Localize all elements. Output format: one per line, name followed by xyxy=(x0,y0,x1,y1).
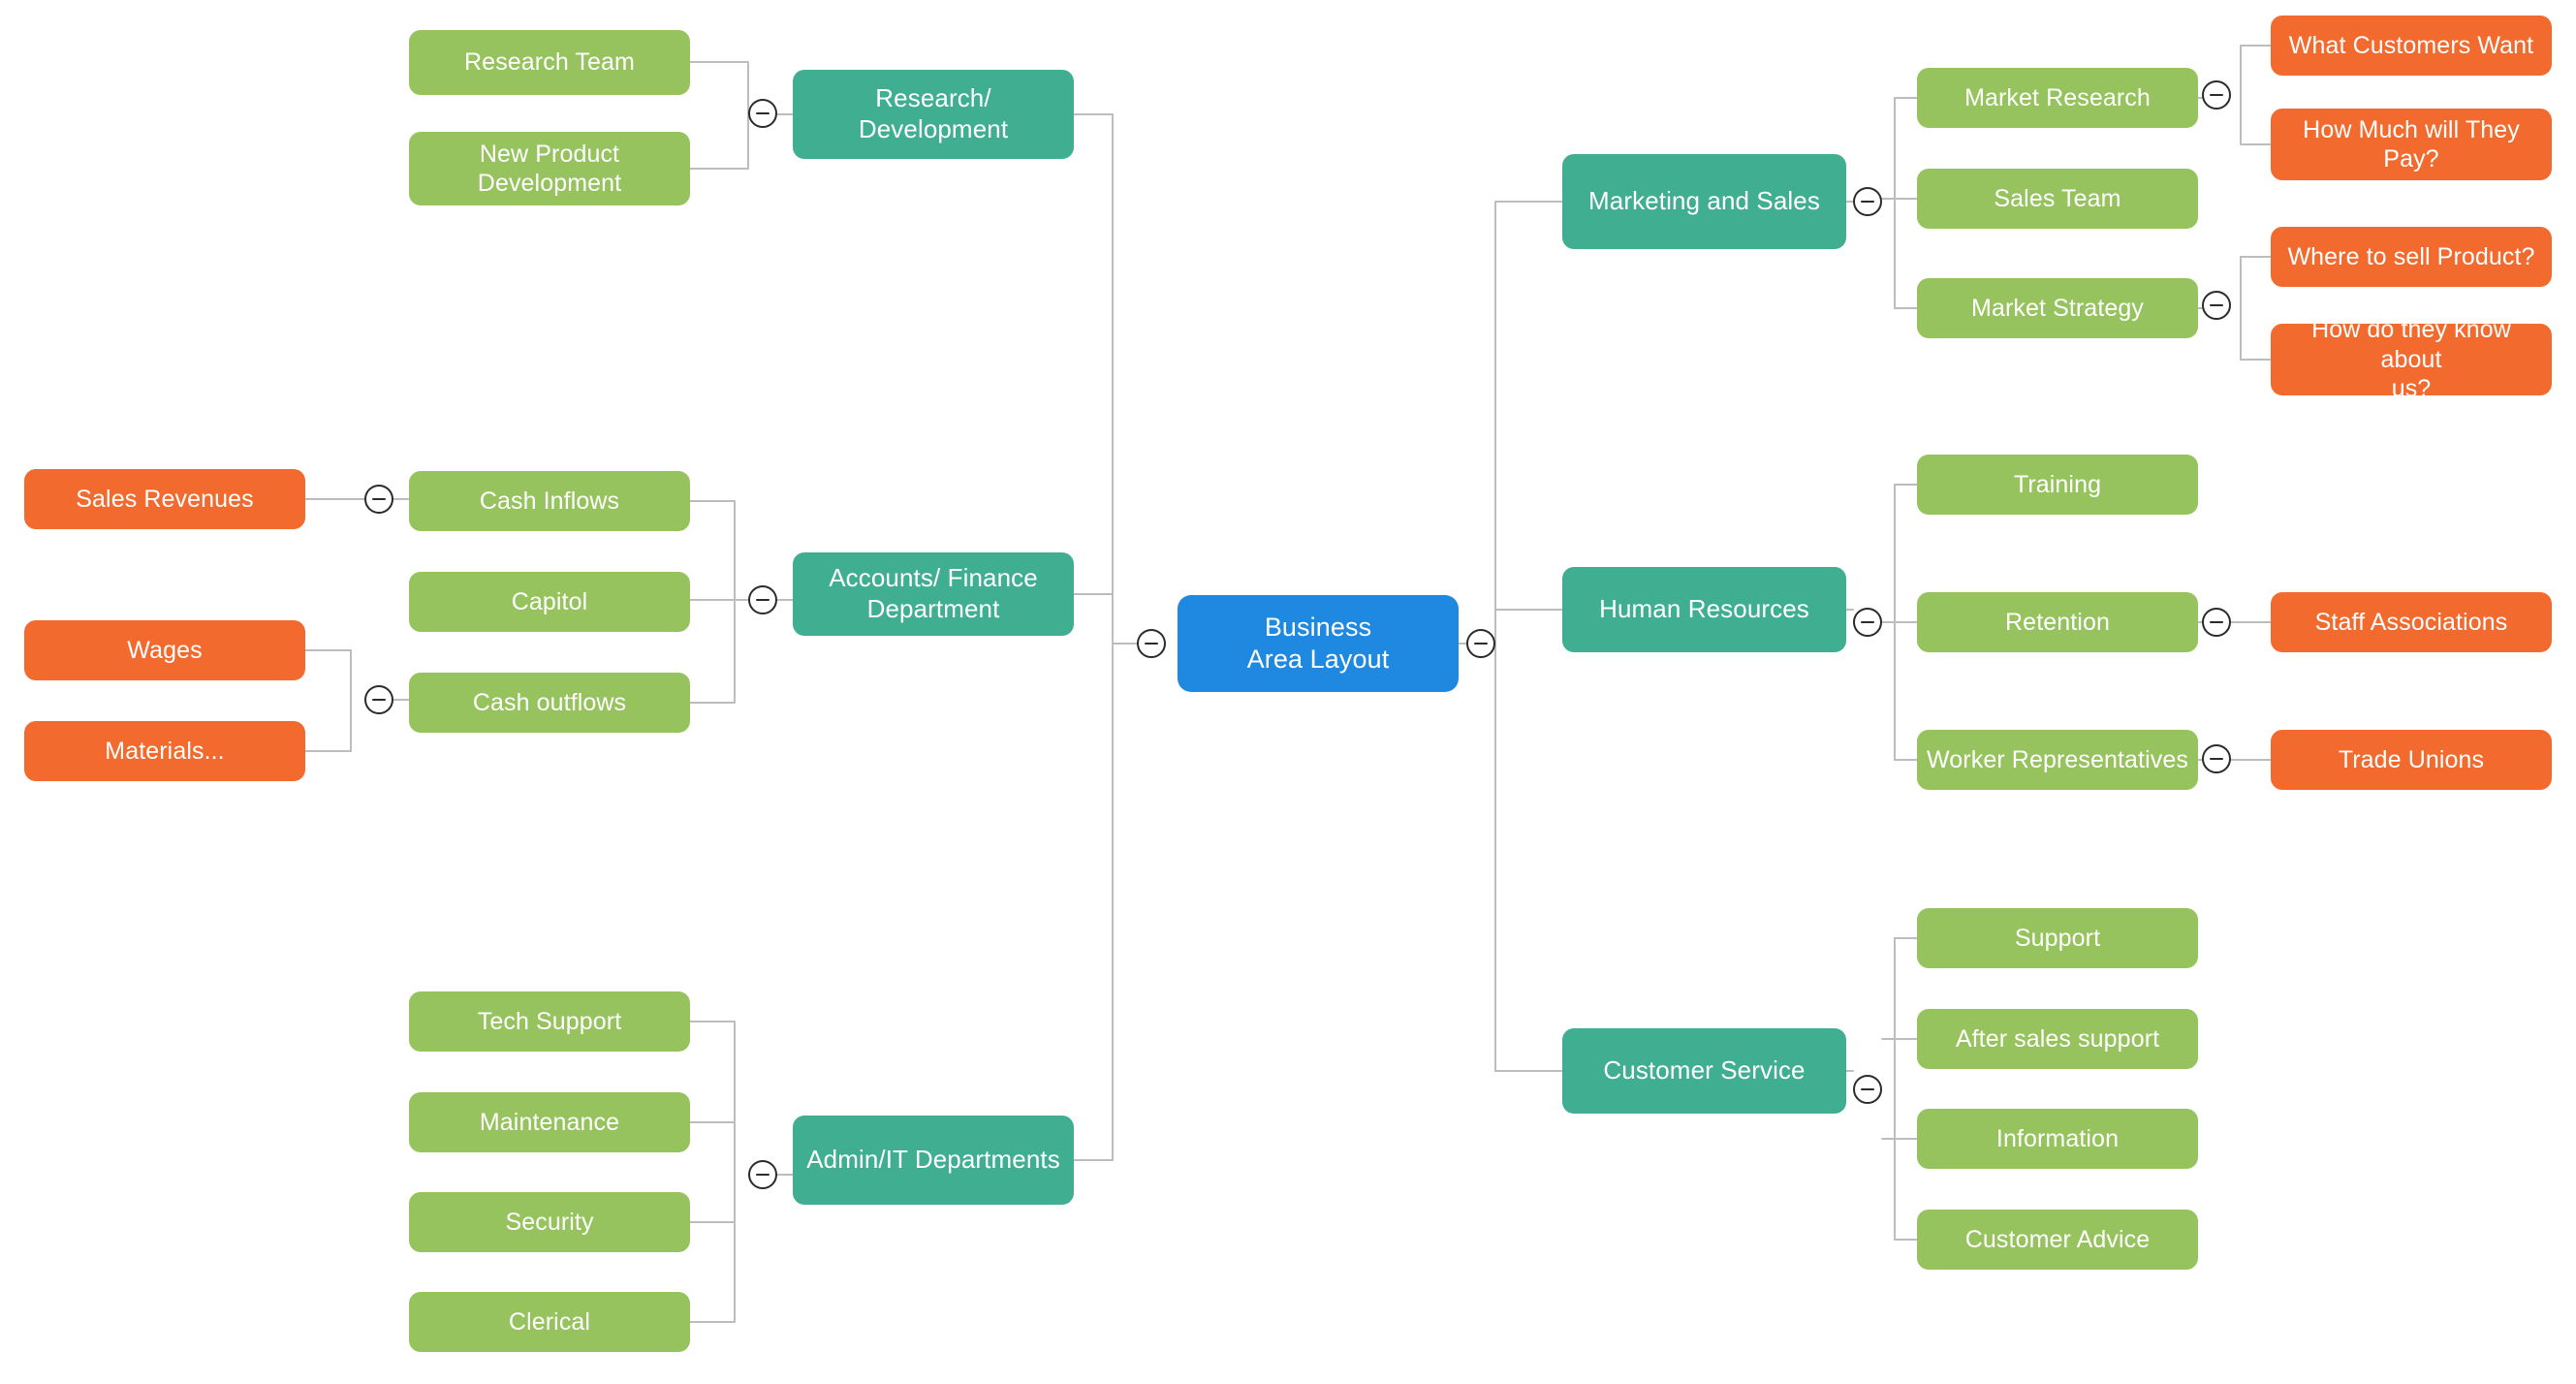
node-support[interactable]: Support xyxy=(1917,908,2198,968)
node-admin-it[interactable]: Admin/IT Departments xyxy=(793,1116,1074,1205)
toggle-root-right-collapse-icon[interactable] xyxy=(1466,629,1495,658)
node-market-strategy[interactable]: Market Strategy xyxy=(1917,278,2198,338)
node-cash-outflows[interactable]: Cash outflows xyxy=(409,673,690,733)
node-root-business-area-layout[interactable]: Business Area Layout xyxy=(1178,595,1459,692)
node-cash-inflows[interactable]: Cash Inflows xyxy=(409,471,690,531)
toggle-human-resources-collapse-icon[interactable] xyxy=(1853,608,1882,637)
node-research-team[interactable]: Research Team xyxy=(409,30,690,95)
node-staff-associations[interactable]: Staff Associations xyxy=(2271,592,2552,652)
toggle-retention-collapse-icon[interactable] xyxy=(2202,608,2231,637)
node-after-sales-support[interactable]: After sales support xyxy=(1917,1009,2198,1069)
toggle-root-left-collapse-icon[interactable] xyxy=(1137,629,1166,658)
node-how-know-about-us[interactable]: How do they know about us? xyxy=(2271,316,2552,402)
node-training[interactable]: Training xyxy=(1917,455,2198,515)
node-sales-revenues[interactable]: Sales Revenues xyxy=(24,469,305,529)
node-clerical[interactable]: Clerical xyxy=(409,1292,690,1352)
node-trade-unions[interactable]: Trade Unions xyxy=(2271,730,2552,790)
node-human-resources[interactable]: Human Resources xyxy=(1562,567,1846,652)
node-sales-team[interactable]: Sales Team xyxy=(1917,169,2198,229)
node-tech-support[interactable]: Tech Support xyxy=(409,991,690,1052)
node-accounts-finance[interactable]: Accounts/ Finance Department xyxy=(793,552,1074,636)
node-what-customers-want[interactable]: What Customers Want xyxy=(2271,16,2552,76)
node-worker-representatives[interactable]: Worker Representatives xyxy=(1917,730,2198,790)
toggle-worker-reps-collapse-icon[interactable] xyxy=(2202,744,2231,773)
node-wages[interactable]: Wages xyxy=(24,620,305,680)
toggle-accounts-finance-collapse-icon[interactable] xyxy=(748,585,777,614)
node-materials[interactable]: Materials... xyxy=(24,721,305,781)
node-marketing-sales[interactable]: Marketing and Sales xyxy=(1562,154,1846,249)
toggle-market-strategy-collapse-icon[interactable] xyxy=(2202,291,2231,320)
node-market-research[interactable]: Market Research xyxy=(1917,68,2198,128)
node-information[interactable]: Information xyxy=(1917,1109,2198,1169)
toggle-marketing-sales-collapse-icon[interactable] xyxy=(1853,187,1882,216)
toggle-admin-it-collapse-icon[interactable] xyxy=(748,1160,777,1189)
toggle-research-dev-collapse-icon[interactable] xyxy=(748,99,777,128)
node-how-much-pay[interactable]: How Much will They Pay? xyxy=(2271,109,2552,180)
node-retention[interactable]: Retention xyxy=(1917,592,2198,652)
toggle-cash-outflows-collapse-icon[interactable] xyxy=(364,685,393,714)
toggle-market-research-collapse-icon[interactable] xyxy=(2202,80,2231,110)
node-customer-advice[interactable]: Customer Advice xyxy=(1917,1210,2198,1270)
node-research-development[interactable]: Research/ Development xyxy=(793,70,1074,159)
node-where-to-sell[interactable]: Where to sell Product? xyxy=(2271,227,2552,287)
node-new-product-dev[interactable]: New Product Development xyxy=(409,132,690,205)
node-maintenance[interactable]: Maintenance xyxy=(409,1092,690,1152)
node-capitol[interactable]: Capitol xyxy=(409,572,690,632)
node-customer-service[interactable]: Customer Service xyxy=(1562,1028,1846,1114)
node-security[interactable]: Security xyxy=(409,1192,690,1252)
toggle-cash-inflows-collapse-icon[interactable] xyxy=(364,485,393,514)
toggle-customer-service-collapse-icon[interactable] xyxy=(1853,1075,1882,1104)
